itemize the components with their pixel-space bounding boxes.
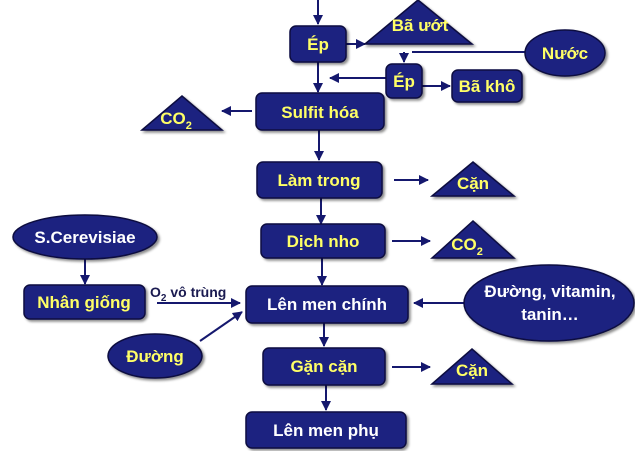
connectors xyxy=(80,0,526,411)
ba-uot-label: Bã ướt xyxy=(392,16,449,35)
node-len-men-chinh: Lên men chính xyxy=(245,285,409,324)
node-s-cerevisiae: S.Cerevisiae xyxy=(12,214,158,260)
s-cerevisiae-label: S.Cerevisiae xyxy=(34,228,135,247)
nuoc-label: Nước xyxy=(542,44,588,63)
node-lam-trong: Làm trong xyxy=(256,161,383,199)
nhan-giong-label: Nhân giống xyxy=(37,293,130,312)
node-dich-nho: Dịch nho xyxy=(260,223,386,259)
duong-label: Đường xyxy=(126,347,183,366)
node-co2-left: CO2 xyxy=(139,95,225,132)
node-ba-kho: Bã khô xyxy=(451,69,523,103)
node-ep2: Ép xyxy=(385,63,423,99)
dich-nho-label: Dịch nho xyxy=(287,232,360,251)
node-gan-can: Gặn cặn xyxy=(262,347,386,386)
node-can-2: Cặn xyxy=(430,348,514,385)
arrow-duong-to-len-men xyxy=(199,311,243,342)
gan-can-label: Gặn cặn xyxy=(290,357,357,376)
co2-left-label: CO2 xyxy=(160,109,192,132)
phu-gia-label-line2: tanin… xyxy=(521,305,579,324)
node-duong: Đường xyxy=(107,333,203,379)
node-ba-uot: Bã ướt xyxy=(362,0,475,45)
node-len-men-phu: Lên men phụ xyxy=(245,411,407,449)
ep2-label: Ép xyxy=(393,72,415,91)
node-can-1: Cặn xyxy=(429,161,517,197)
node-nuoc: Nước xyxy=(524,29,606,77)
len-men-phu-label: Lên men phụ xyxy=(273,421,379,440)
node-phu-gia: Đường, vitamin, tanin… xyxy=(463,264,635,342)
o2-vo-trung-label: O2 vô trùng xyxy=(150,284,226,304)
node-nhan-giong: Nhân giống xyxy=(23,284,146,320)
len-men-chinh-label: Lên men chính xyxy=(267,295,387,314)
can-1-label: Cặn xyxy=(457,174,489,193)
ba-kho-label: Bã khô xyxy=(459,77,516,96)
can-2-label: Cặn xyxy=(456,361,488,380)
node-co2-right: CO2 xyxy=(430,219,516,259)
lam-trong-label: Làm trong xyxy=(277,171,360,190)
co2-right-label: CO2 xyxy=(451,235,483,258)
node-ep1: Ép xyxy=(289,25,347,63)
ep1-label: Ép xyxy=(307,35,329,54)
phu-gia-label-line1: Đường, vitamin, xyxy=(484,282,615,301)
sulfit-hoa-label: Sulfit hóa xyxy=(281,103,359,122)
node-sulfit-hoa: Sulfit hóa xyxy=(255,92,385,131)
